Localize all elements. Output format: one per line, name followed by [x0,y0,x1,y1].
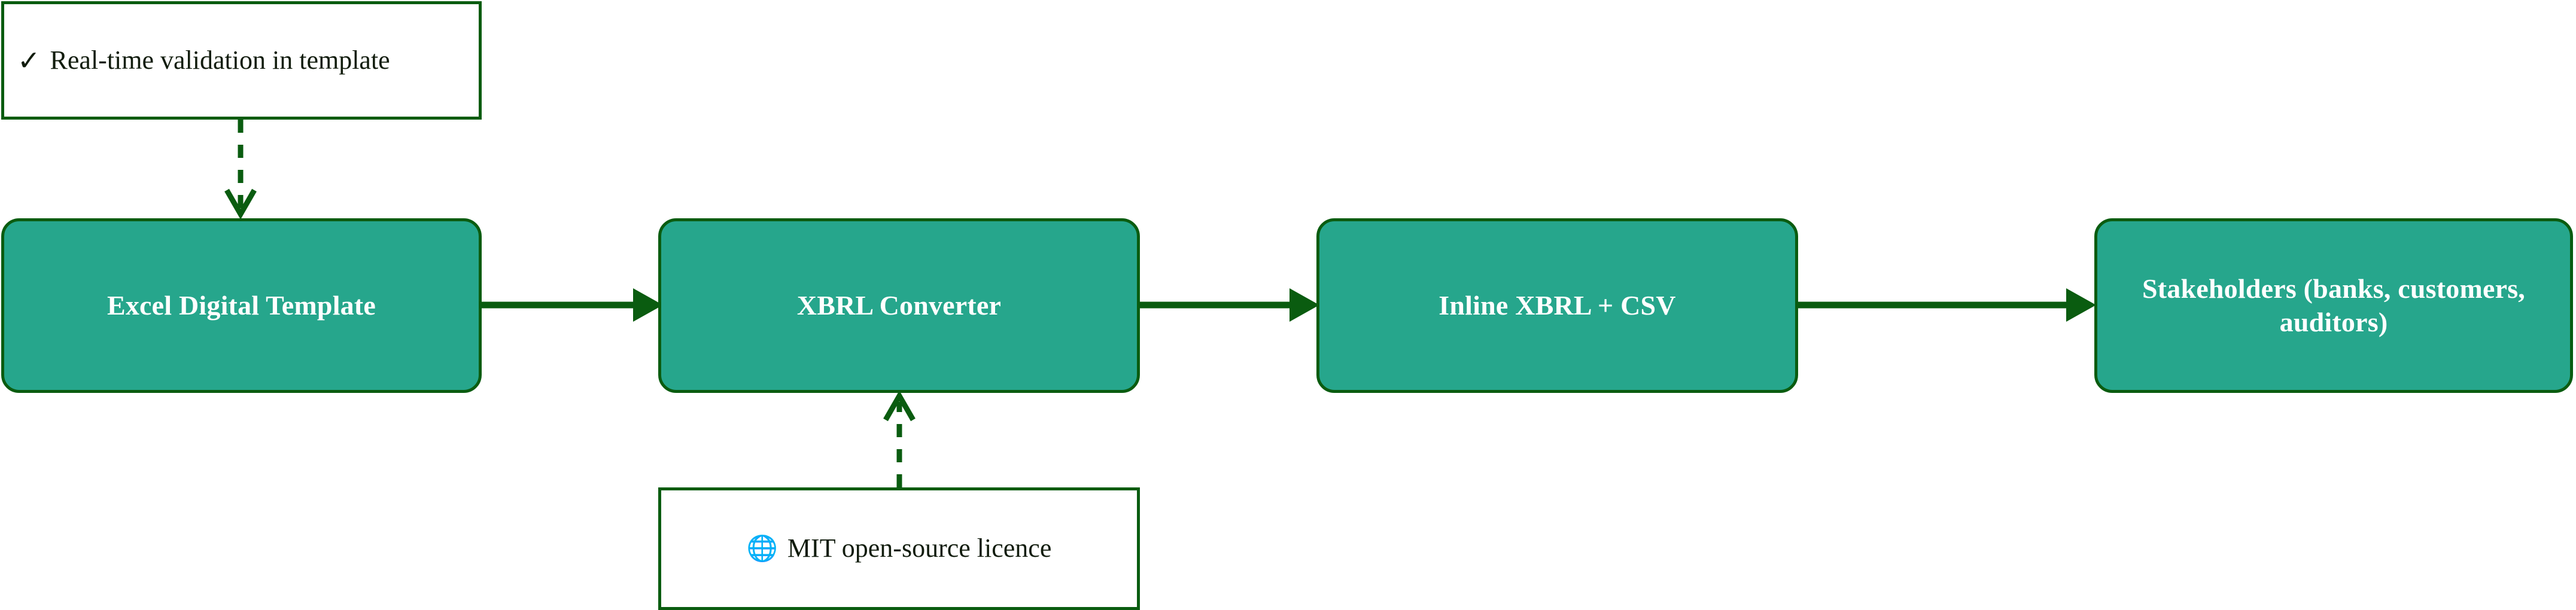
edge-note-to-template [224,120,257,220]
node-label-stakeholders: Stakeholders (banks, customers, auditors… [2142,273,2526,337]
note-label-realtime-validation: Real-time validation in template [50,45,390,75]
node-excel-digital-template[interactable]: Excel Digital Template [1,218,482,393]
edge-licence-to-converter [883,390,916,487]
node-label-excel-digital-template: Excel Digital Template [107,289,376,321]
node-xbrl-converter[interactable]: XBRL Converter [658,218,1140,393]
node-inline-xbrl-csv[interactable]: Inline XBRL + CSV [1316,218,1798,393]
check-icon: ✓ [17,44,41,77]
edge-output-to-stakeholders [1798,288,2096,322]
node-label-inline-xbrl-csv: Inline XBRL + CSV [1438,289,1676,321]
note-content-realtime-validation: ✓ Real-time validation in template [17,45,390,77]
globe-icon: 🌐 [746,533,778,563]
node-label-xbrl-converter: XBRL Converter [796,289,1002,321]
note-content-mit-licence: 🌐 MIT open-source licence [747,533,1052,565]
edge-template-to-converter [482,288,663,322]
note-realtime-validation[interactable]: ✓ Real-time validation in template [1,1,482,120]
edge-converter-to-output [1140,288,1319,322]
node-stakeholders[interactable]: Stakeholders (banks, customers, auditors… [2094,218,2573,393]
note-mit-licence[interactable]: 🌐 MIT open-source licence [658,487,1140,610]
note-label-mit-licence: MIT open-source licence [787,533,1052,563]
